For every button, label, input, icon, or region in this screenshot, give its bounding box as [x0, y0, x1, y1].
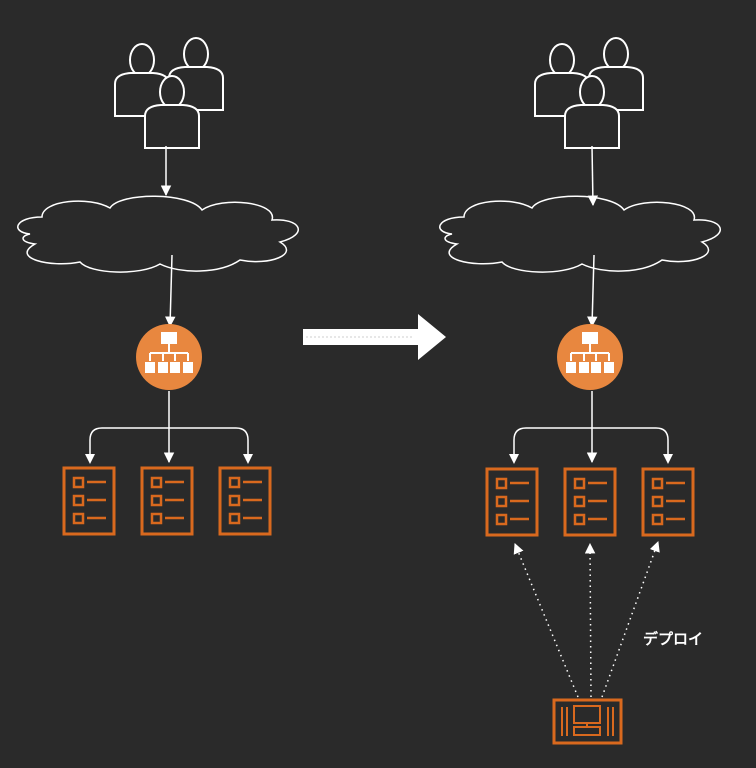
deploy-arrow — [513, 543, 579, 698]
left-architecture — [17, 38, 300, 536]
branch-arrowhead — [85, 454, 95, 464]
deploy-arrow — [601, 541, 660, 698]
internet-cloud-icon — [439, 195, 722, 273]
server-icon — [62, 466, 116, 536]
server-icon — [140, 466, 194, 536]
internet-cloud-icon — [17, 195, 300, 273]
users-group-icon — [535, 38, 643, 148]
server-icon — [641, 467, 695, 537]
server-icon — [563, 467, 617, 537]
lb-branch-line — [89, 427, 249, 462]
users-group-icon — [115, 38, 223, 148]
branch-arrowhead — [663, 454, 673, 464]
deploy-label: デプロイ — [643, 630, 704, 648]
lb-branch-line — [513, 427, 669, 462]
load-balancer-icon — [556, 323, 624, 391]
transition-arrow — [303, 314, 446, 360]
server-icon — [485, 467, 539, 537]
branch-arrowhead — [509, 454, 519, 464]
branch-arrowhead — [243, 454, 253, 464]
load-balancer-icon — [135, 323, 203, 391]
deploy-arrow — [584, 542, 596, 698]
right-architecture — [439, 38, 722, 745]
server-icon — [218, 466, 272, 536]
deployment-source-icon — [552, 698, 623, 745]
cloud-to-lb-arrow — [587, 254, 598, 328]
users-to-cloud-arrow — [587, 145, 599, 207]
cloud-to-lb-arrow — [165, 254, 176, 328]
